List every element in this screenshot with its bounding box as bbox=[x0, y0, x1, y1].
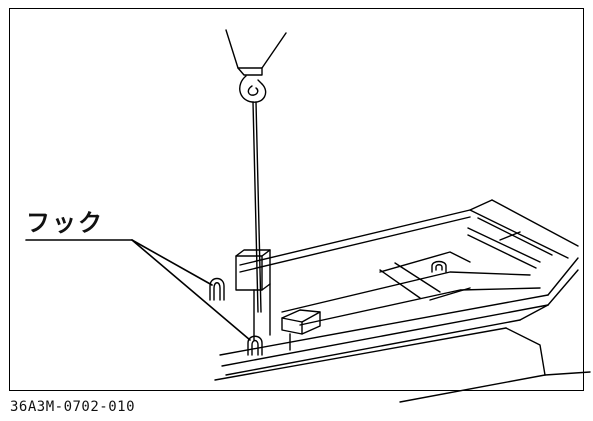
figure-border bbox=[9, 8, 584, 391]
crane-hook-block bbox=[225, 29, 287, 103]
hook-upper bbox=[209, 277, 225, 301]
figure-id-label: 36A3M-0702-010 bbox=[10, 399, 136, 415]
left-post bbox=[235, 249, 271, 341]
callout-leaders bbox=[25, 239, 251, 341]
hook-rear bbox=[431, 260, 447, 273]
right-post bbox=[281, 309, 321, 351]
hook-lower bbox=[247, 335, 263, 356]
lifting-wire bbox=[252, 101, 262, 313]
hook-callout-label: フック bbox=[26, 209, 104, 237]
frame-structure bbox=[214, 199, 591, 403]
